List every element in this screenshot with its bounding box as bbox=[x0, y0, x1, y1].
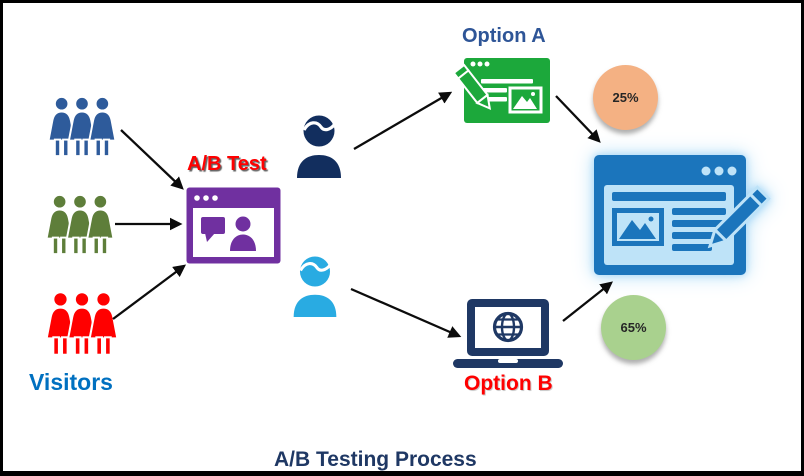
visitors-label: Visitors bbox=[29, 369, 113, 395]
tester-a-person-icon bbox=[297, 115, 341, 178]
ab-test-browser-chat-user-icon bbox=[186, 187, 281, 264]
result-b-circle: 65% bbox=[601, 295, 666, 360]
option-a-label: Option A bbox=[462, 25, 546, 47]
visitor-group-green-icon bbox=[45, 193, 115, 256]
result-b-value: 65% bbox=[620, 320, 647, 335]
result-a-circle: 25% bbox=[593, 65, 658, 130]
visitor-group-blue-icon bbox=[47, 95, 117, 158]
arrow-blue-to-abtest bbox=[120, 129, 184, 190]
option-b-laptop-globe-icon bbox=[453, 299, 563, 368]
option-a-webpage-edit-icon bbox=[452, 58, 550, 123]
tester-b-person-icon bbox=[293, 256, 337, 318]
visitor-group-red-icon bbox=[45, 291, 119, 356]
ab-test-label: A/B Test bbox=[187, 153, 267, 175]
arrow-red-to-abtest bbox=[112, 264, 187, 320]
arrow-testera-to-optiona bbox=[353, 91, 453, 150]
final-webpage-edit-icon bbox=[594, 155, 771, 275]
option-b-label: Option B bbox=[464, 372, 553, 395]
diagram-title: A/B Testing Process bbox=[274, 448, 477, 471]
arrow-testerb-to-optionb bbox=[350, 287, 462, 338]
result-a-value: 25% bbox=[612, 90, 639, 105]
